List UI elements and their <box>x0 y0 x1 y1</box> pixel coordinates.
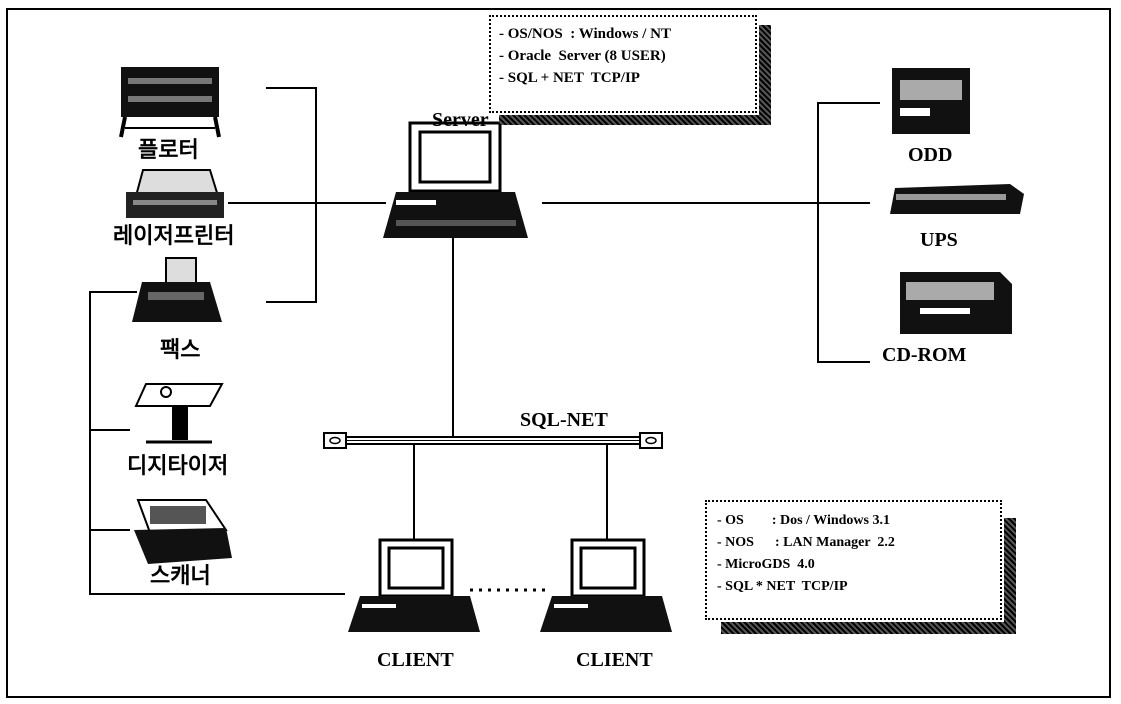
fax-label: 팩스 <box>160 338 201 363</box>
client-label-1: CLIENT <box>377 649 454 671</box>
bus-terminator-left <box>323 432 347 449</box>
diagram-frame <box>6 8 1111 698</box>
laser-printer-label: 레이저프린터 <box>113 224 235 249</box>
client-note-line-3: - MicroGDS 4.0 <box>717 557 815 572</box>
plotter-icon <box>119 67 221 138</box>
cd-rom-icon <box>900 272 1012 334</box>
client-computer-icon-2 <box>540 538 672 632</box>
server-computer-icon <box>383 121 528 238</box>
peripheral-loop-connector <box>89 291 345 595</box>
client-computer-icon-1 <box>348 538 480 632</box>
server-note-line-3: - SQL + NET TCP/IP <box>499 70 640 86</box>
ups-icon <box>890 184 1024 214</box>
digitizer-label: 디지타이저 <box>127 454 229 479</box>
left-bracket-connector <box>228 87 386 303</box>
odd-icon <box>892 68 970 134</box>
client-note-line-1: - OS : Dos / Windows 3.1 <box>717 513 890 528</box>
digitizer-icon <box>134 383 224 444</box>
odd-label: ODD <box>908 144 953 166</box>
sql-net-bus <box>323 432 663 449</box>
server-note-line-2: - Oracle Server (8 USER) <box>499 48 666 64</box>
server-note-line-1: - OS/NOS : Windows / NT <box>499 26 671 42</box>
ups-label: UPS <box>920 229 958 251</box>
scanner-label: 스캐너 <box>150 564 211 589</box>
client-spec-note: - OS : Dos / Windows 3.1 - NOS : LAN Man… <box>705 500 1016 634</box>
cd-rom-label: CD-ROM <box>882 344 967 366</box>
sql-net-label: SQL-NET <box>520 409 608 431</box>
server-label: Server <box>432 109 489 131</box>
laser-printer-icon <box>126 169 224 218</box>
server-spec-note: - OS/NOS : Windows / NT - Oracle Server … <box>489 15 771 125</box>
fax-icon <box>132 257 222 322</box>
client-note-line-4: - SQL * NET TCP/IP <box>717 579 848 594</box>
client-note-line-2: - NOS : LAN Manager 2.2 <box>717 535 895 550</box>
right-bracket-connector <box>542 102 880 363</box>
client-label-2: CLIENT <box>576 649 653 671</box>
plotter-label: 플로터 <box>138 138 199 163</box>
bus-terminator-right <box>639 432 663 449</box>
scanner-icon <box>134 499 232 564</box>
